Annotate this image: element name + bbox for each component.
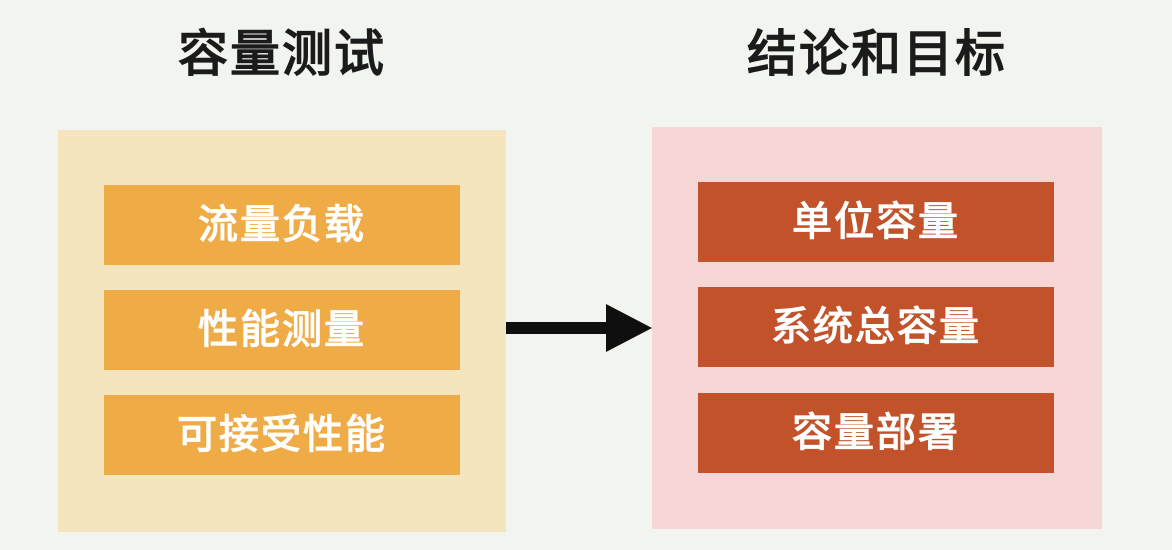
- performance-measurement-box: 性能测量: [104, 290, 460, 370]
- conclusions-goals-panel: 单位容量 系统总容量 容量部署: [652, 127, 1102, 529]
- unit-capacity-box: 单位容量: [698, 182, 1054, 262]
- left-title: 容量测试: [178, 25, 386, 83]
- right-title: 结论和目标: [747, 25, 1007, 83]
- total-system-capacity-box: 系统总容量: [698, 287, 1054, 367]
- traffic-load-box: 流量负载: [104, 185, 460, 265]
- right-arrow-icon: [506, 304, 652, 352]
- capacity-deployment-box: 容量部署: [698, 393, 1054, 473]
- acceptable-performance-box: 可接受性能: [104, 395, 460, 475]
- capacity-testing-panel: 流量负载 性能测量 可接受性能: [58, 130, 506, 532]
